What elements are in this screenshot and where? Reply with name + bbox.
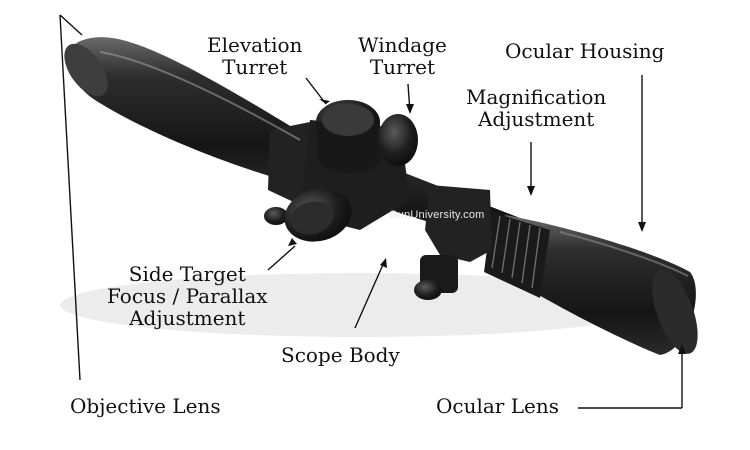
elevation-turret-arrow [319, 99, 330, 104]
objective-lens-leader-tip [60, 15, 82, 35]
rear-mount-ring [425, 185, 492, 262]
watermark: GunUniversity.com [389, 209, 485, 221]
elevation-turret-top [322, 104, 374, 136]
ocular-housing-arrow [638, 222, 646, 232]
scope-body-arrow [380, 258, 387, 268]
side-focus-label-line1: Side Target [107, 263, 268, 285]
side-focus-label: Side Target Focus / Parallax Adjustment [107, 263, 268, 329]
magnification-adjustment-label: Magnification Adjustment [466, 86, 606, 130]
elevation-turret-label: Elevation Turret [207, 34, 302, 78]
side-focus-label-line2: Focus / Parallax [107, 285, 268, 307]
side-focus-label-line3: Adjustment [107, 307, 268, 329]
objective-lens-label: Objective Lens [70, 395, 221, 417]
ocular-lens-label: Ocular Lens [436, 395, 559, 417]
side-focus-arrow [288, 238, 297, 246]
front-mount-bolt [264, 207, 288, 225]
magnification-adjustment-label-line2: Adjustment [466, 108, 606, 130]
magnification-adjustment-label-line1: Magnification [466, 86, 606, 108]
windage-turret-shape [378, 114, 418, 166]
rear-mount-bolt [414, 280, 442, 300]
side-focus-leader [268, 246, 295, 270]
windage-turret-label-line1: Windage [358, 34, 447, 56]
scope-body-label: Scope Body [281, 344, 400, 366]
elevation-turret-label-line1: Elevation [207, 34, 302, 56]
elevation-turret-label-line2: Turret [207, 56, 302, 78]
ocular-housing-label: Ocular Housing [505, 40, 664, 62]
windage-turret-arrow [406, 104, 414, 114]
magnification-adjustment-arrow [527, 186, 535, 196]
windage-turret-label-line2: Turret [358, 56, 447, 78]
windage-turret-label: Windage Turret [358, 34, 447, 78]
